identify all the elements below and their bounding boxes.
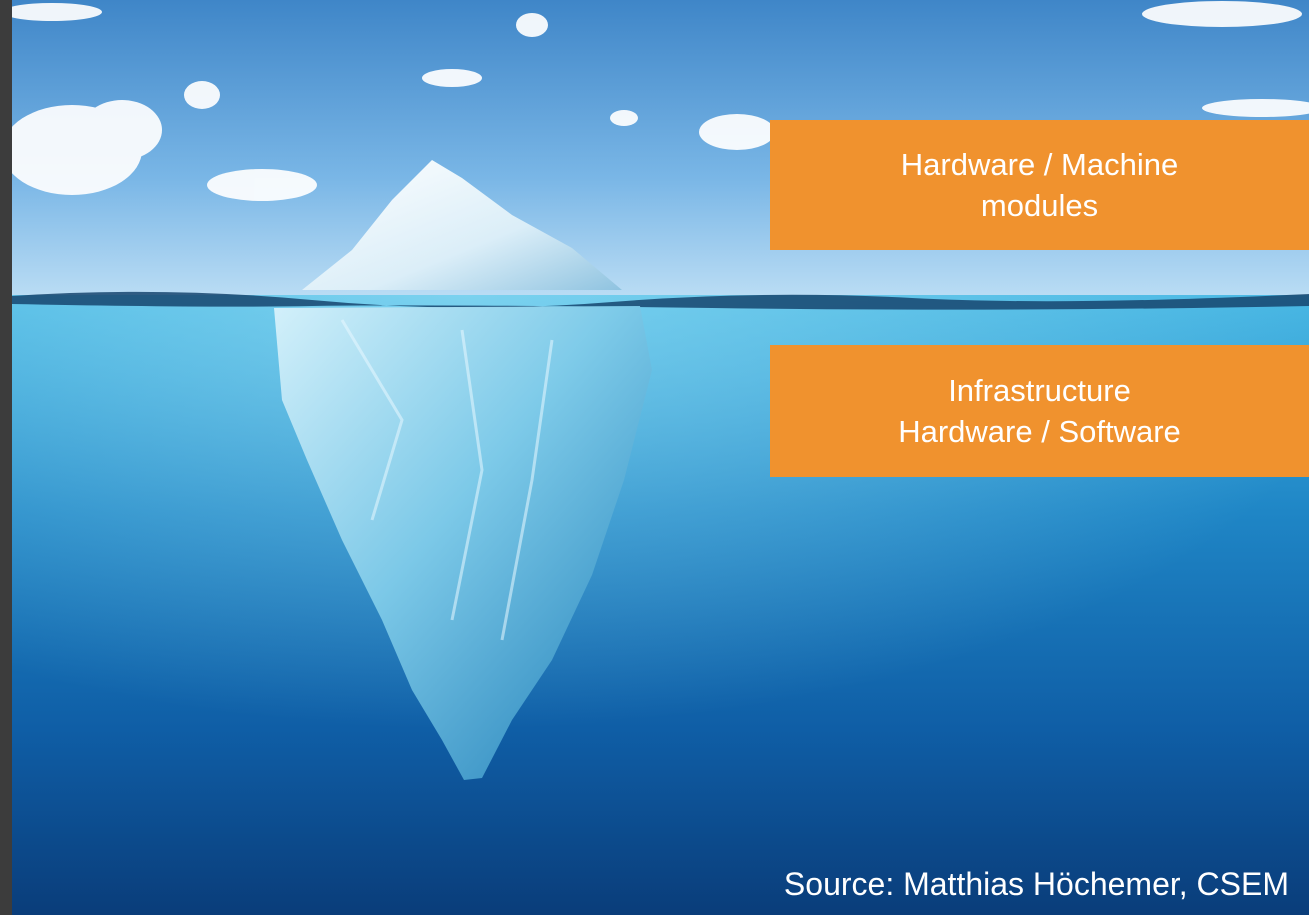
source-caption: Source: Matthias Höchemer, CSEM [783, 866, 1289, 902]
above-water-label-line2: modules [980, 188, 1099, 223]
iceberg-peak [302, 160, 622, 290]
waterline [12, 291, 1309, 310]
above-water-label: Hardware / Machine modules [770, 120, 1309, 250]
below-water-label-line1: Infrastructure [948, 373, 1131, 408]
below-water-label: Infrastructure Hardware / Software [770, 345, 1309, 477]
iceberg-underwater [274, 306, 652, 780]
slide: Hardware / Machine modules Infrastructur… [12, 0, 1309, 915]
clouds [12, 1, 1309, 201]
below-water-label-line2: Hardware / Software [898, 414, 1181, 449]
above-water-label-line1: Hardware / Machine [900, 147, 1179, 182]
